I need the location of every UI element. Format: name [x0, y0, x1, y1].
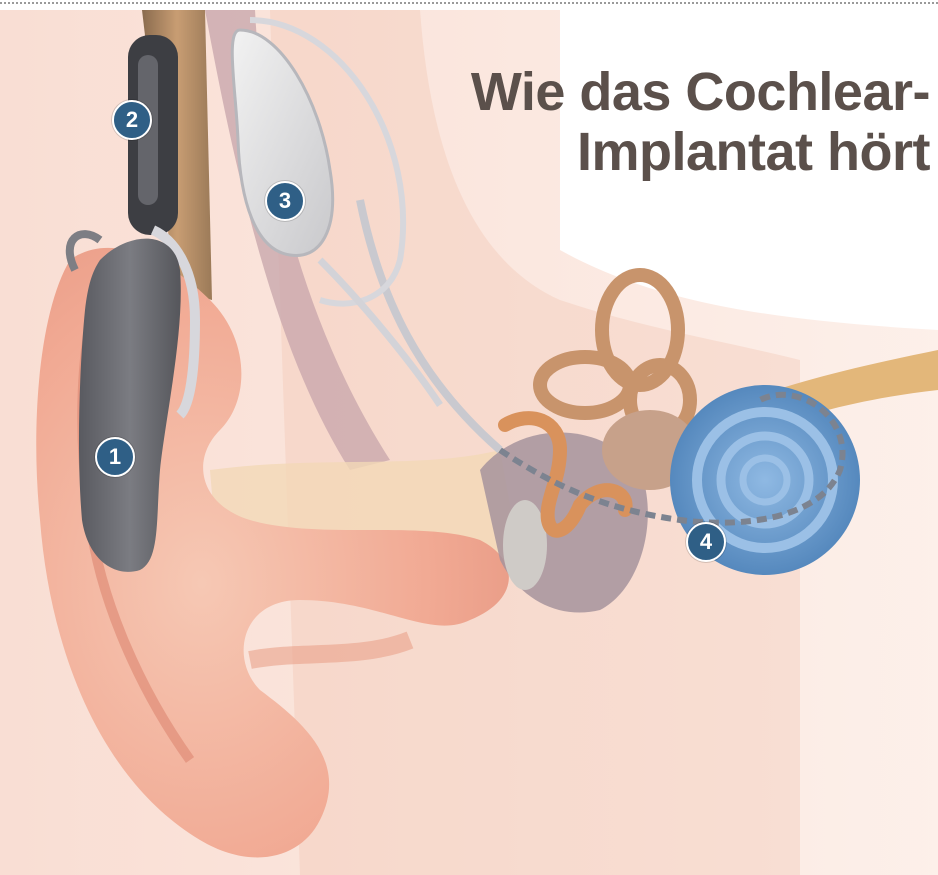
- eardrum: [503, 500, 547, 590]
- marker-3-implant: 3: [265, 181, 305, 221]
- marker-2-transmitter: 2: [112, 100, 152, 140]
- title-line-1: Wie das Cochlear-: [370, 62, 930, 122]
- marker-1-speech-processor: 1: [95, 437, 135, 477]
- diagram-title: Wie das Cochlear- Implantat hört: [370, 62, 930, 182]
- title-line-2: Implantat hört: [370, 122, 930, 182]
- marker-4-electrode: 4: [686, 522, 726, 562]
